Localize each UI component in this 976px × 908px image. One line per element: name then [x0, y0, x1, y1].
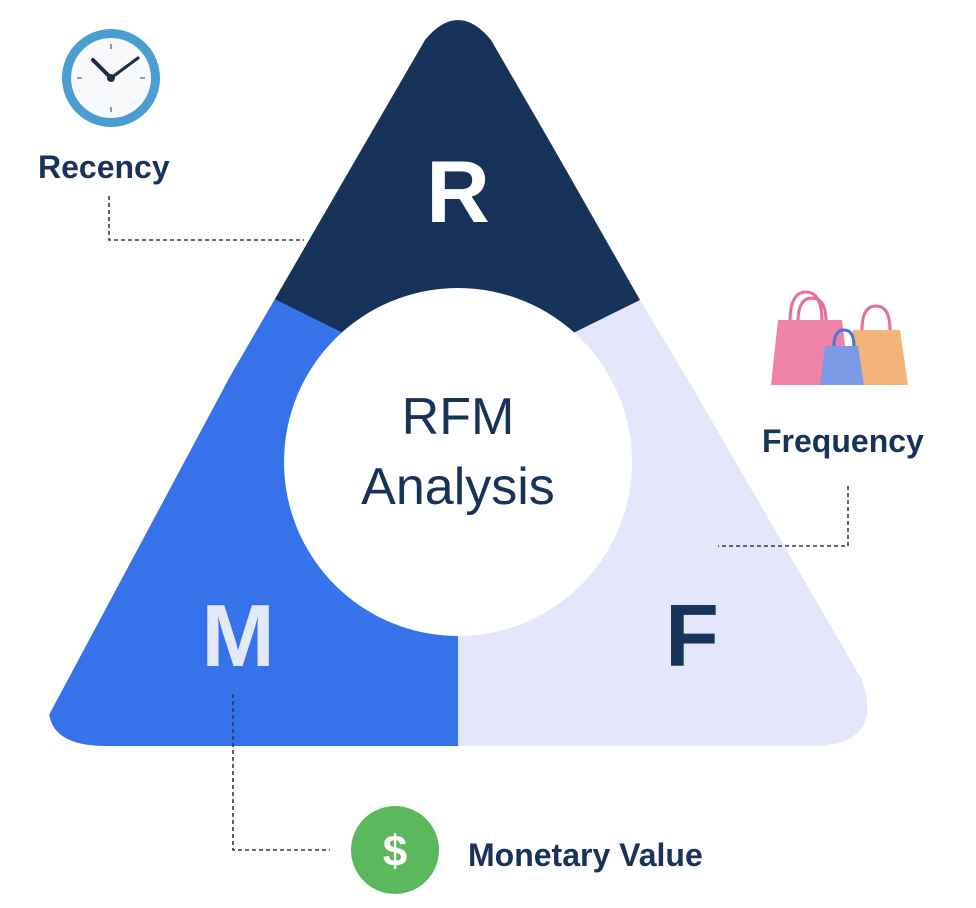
recency-label: Recency — [38, 149, 170, 185]
segment-letter-f: F — [665, 586, 719, 685]
clock-icon — [62, 29, 160, 127]
segment-r — [272, 20, 640, 390]
segment-letter-m: M — [201, 586, 274, 685]
center-title: RFM — [402, 388, 515, 446]
center-circle — [284, 288, 632, 636]
frequency-label: Frequency — [762, 423, 924, 459]
dollar-coin-icon: $ — [351, 806, 439, 894]
monetary-label: Monetary Value — [468, 837, 703, 873]
monetary-leader-line — [232, 694, 330, 851]
segment-letter-r: R — [426, 142, 490, 241]
recency-leader-line — [108, 196, 304, 241]
frequency-callout: Frequency — [718, 290, 924, 547]
frequency-leader-line — [718, 486, 849, 547]
shopping-bags-icon — [771, 290, 908, 385]
monetary-callout: $ Monetary Value — [232, 694, 703, 894]
recency-callout: Recency — [38, 29, 304, 241]
center-subtitle: Analysis — [361, 458, 555, 516]
dollar-symbol: $ — [383, 827, 407, 876]
